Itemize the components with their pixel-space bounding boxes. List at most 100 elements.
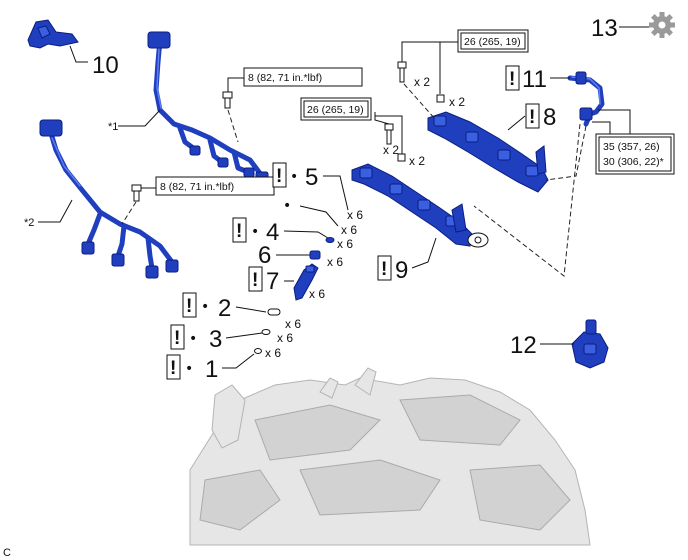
caution-11: ! xyxy=(509,69,515,90)
bullet-1: • xyxy=(185,361,193,377)
caution-box-4 xyxy=(232,217,247,243)
callout-6: 6 xyxy=(258,242,271,269)
caution-box-7 xyxy=(248,266,263,292)
callout-8: 8 xyxy=(543,104,556,131)
part-2-seal xyxy=(267,308,281,316)
fuel-rail-left xyxy=(351,163,489,248)
callout-3: 3 xyxy=(209,326,222,353)
dash-harness-1 xyxy=(227,109,239,143)
leader-note-2 xyxy=(38,199,73,223)
leader-8 xyxy=(507,115,526,131)
wire-harness-2 xyxy=(39,119,179,279)
caution-box-5 xyxy=(272,162,287,188)
dash-rail-right xyxy=(403,83,437,121)
torque-rail-right: 26 (265, 19) xyxy=(464,36,521,48)
torque-harness-2: 8 (82, 71 in.*lbf) xyxy=(160,181,234,193)
engine-assembly xyxy=(189,367,591,546)
qty-2: x 6 xyxy=(285,317,301,331)
note-2: *2 xyxy=(24,217,34,229)
bullet-2: • xyxy=(201,299,209,315)
bullet-3: • xyxy=(189,331,197,347)
fuel-pipe-11 xyxy=(567,71,605,127)
fuel-rail-right xyxy=(427,111,549,193)
caution-3: ! xyxy=(174,328,180,349)
qty-4: x 6 xyxy=(337,237,353,251)
leader-1 xyxy=(222,353,255,369)
leader-5 xyxy=(323,175,349,211)
bullet-4: • xyxy=(251,224,259,240)
caution-1: ! xyxy=(170,358,176,379)
qty-3: x 6 xyxy=(277,331,293,345)
callout-11: 11 xyxy=(522,66,547,93)
part-3-ring xyxy=(261,329,271,335)
caution-8: ! xyxy=(529,107,535,128)
callout-7: 7 xyxy=(266,268,279,295)
bullet-5: • xyxy=(290,169,298,185)
qty-rail-right-bolt: x 2 xyxy=(414,75,430,89)
rail-right-bolt xyxy=(397,61,407,83)
dash-pipe-rail-left xyxy=(473,123,581,277)
caution-box-1 xyxy=(166,354,181,380)
qty-6: x 6 xyxy=(327,255,343,269)
part-1-ring xyxy=(254,348,262,354)
rail-right-stud xyxy=(436,94,445,103)
gear-icon[interactable] xyxy=(649,12,675,38)
caution-box-2 xyxy=(182,292,197,318)
rail-left-stud xyxy=(397,153,406,162)
note-1: *1 xyxy=(108,121,118,133)
callout-10: 10 xyxy=(92,52,119,79)
dash-harness-2 xyxy=(121,201,137,225)
leader-3 xyxy=(225,332,263,339)
caution-box-8 xyxy=(525,103,540,129)
torque-pipe-2: 30 (306, 22)* xyxy=(603,156,664,168)
torque-box-rail-right xyxy=(460,32,526,50)
torque-harness-1: 8 (82, 71 in.*lbf) xyxy=(248,72,322,84)
leader-torque-rail-right xyxy=(401,41,441,94)
qty-rail-left-stud: x 2 xyxy=(409,154,425,168)
qty-5: x 6 xyxy=(347,208,363,222)
leader-torque-rail-left-b xyxy=(375,115,403,154)
leader-torque-harness-1 xyxy=(227,77,246,92)
leader-torque-rail-left xyxy=(374,112,390,125)
callout-1: 1 xyxy=(205,356,218,383)
figure-code: C xyxy=(3,547,11,559)
callout-2: 2 xyxy=(218,295,231,322)
callout-13: 13 xyxy=(591,15,618,42)
wire-harness-1 xyxy=(147,31,269,185)
callout-4: 4 xyxy=(266,219,279,246)
leader-4 xyxy=(283,230,329,239)
leader-ring xyxy=(299,205,339,227)
qty-ring: x 6 xyxy=(341,223,357,237)
torque-box-harness-1 xyxy=(243,67,363,87)
fuel-pump-12 xyxy=(571,319,609,369)
bullet-ring: • xyxy=(283,198,291,214)
qty-7: x 6 xyxy=(309,287,325,301)
caution-7: ! xyxy=(252,270,258,291)
caution-4: ! xyxy=(236,221,242,242)
caution-5: ! xyxy=(276,166,282,187)
leader-torque-pipe xyxy=(598,109,631,140)
caution-box-11 xyxy=(505,65,520,91)
callout-12: 12 xyxy=(510,332,537,359)
part-10-bracket xyxy=(27,19,79,49)
callout-9: 9 xyxy=(395,257,408,284)
part-6-clip xyxy=(309,250,321,260)
harness-1-bolt xyxy=(222,91,233,109)
leader-10 xyxy=(69,45,88,63)
caution-box-3 xyxy=(170,324,185,350)
caution-box-9 xyxy=(377,255,392,281)
caution-2: ! xyxy=(186,296,192,317)
qty-rail-left-bolt: x 2 xyxy=(383,143,399,157)
torque-box-pipe xyxy=(598,136,672,172)
torque-rail-left: 26 (265, 19) xyxy=(307,104,364,116)
harness-2-bolt xyxy=(131,184,142,202)
dash-pipe-rail-right xyxy=(545,125,587,181)
qty-1: x 6 xyxy=(265,346,281,360)
leader-note-1 xyxy=(118,109,161,127)
callout-5: 5 xyxy=(305,164,318,191)
part-4-ring xyxy=(325,237,335,243)
part-7-injector xyxy=(293,263,319,301)
leader-9 xyxy=(411,237,437,269)
